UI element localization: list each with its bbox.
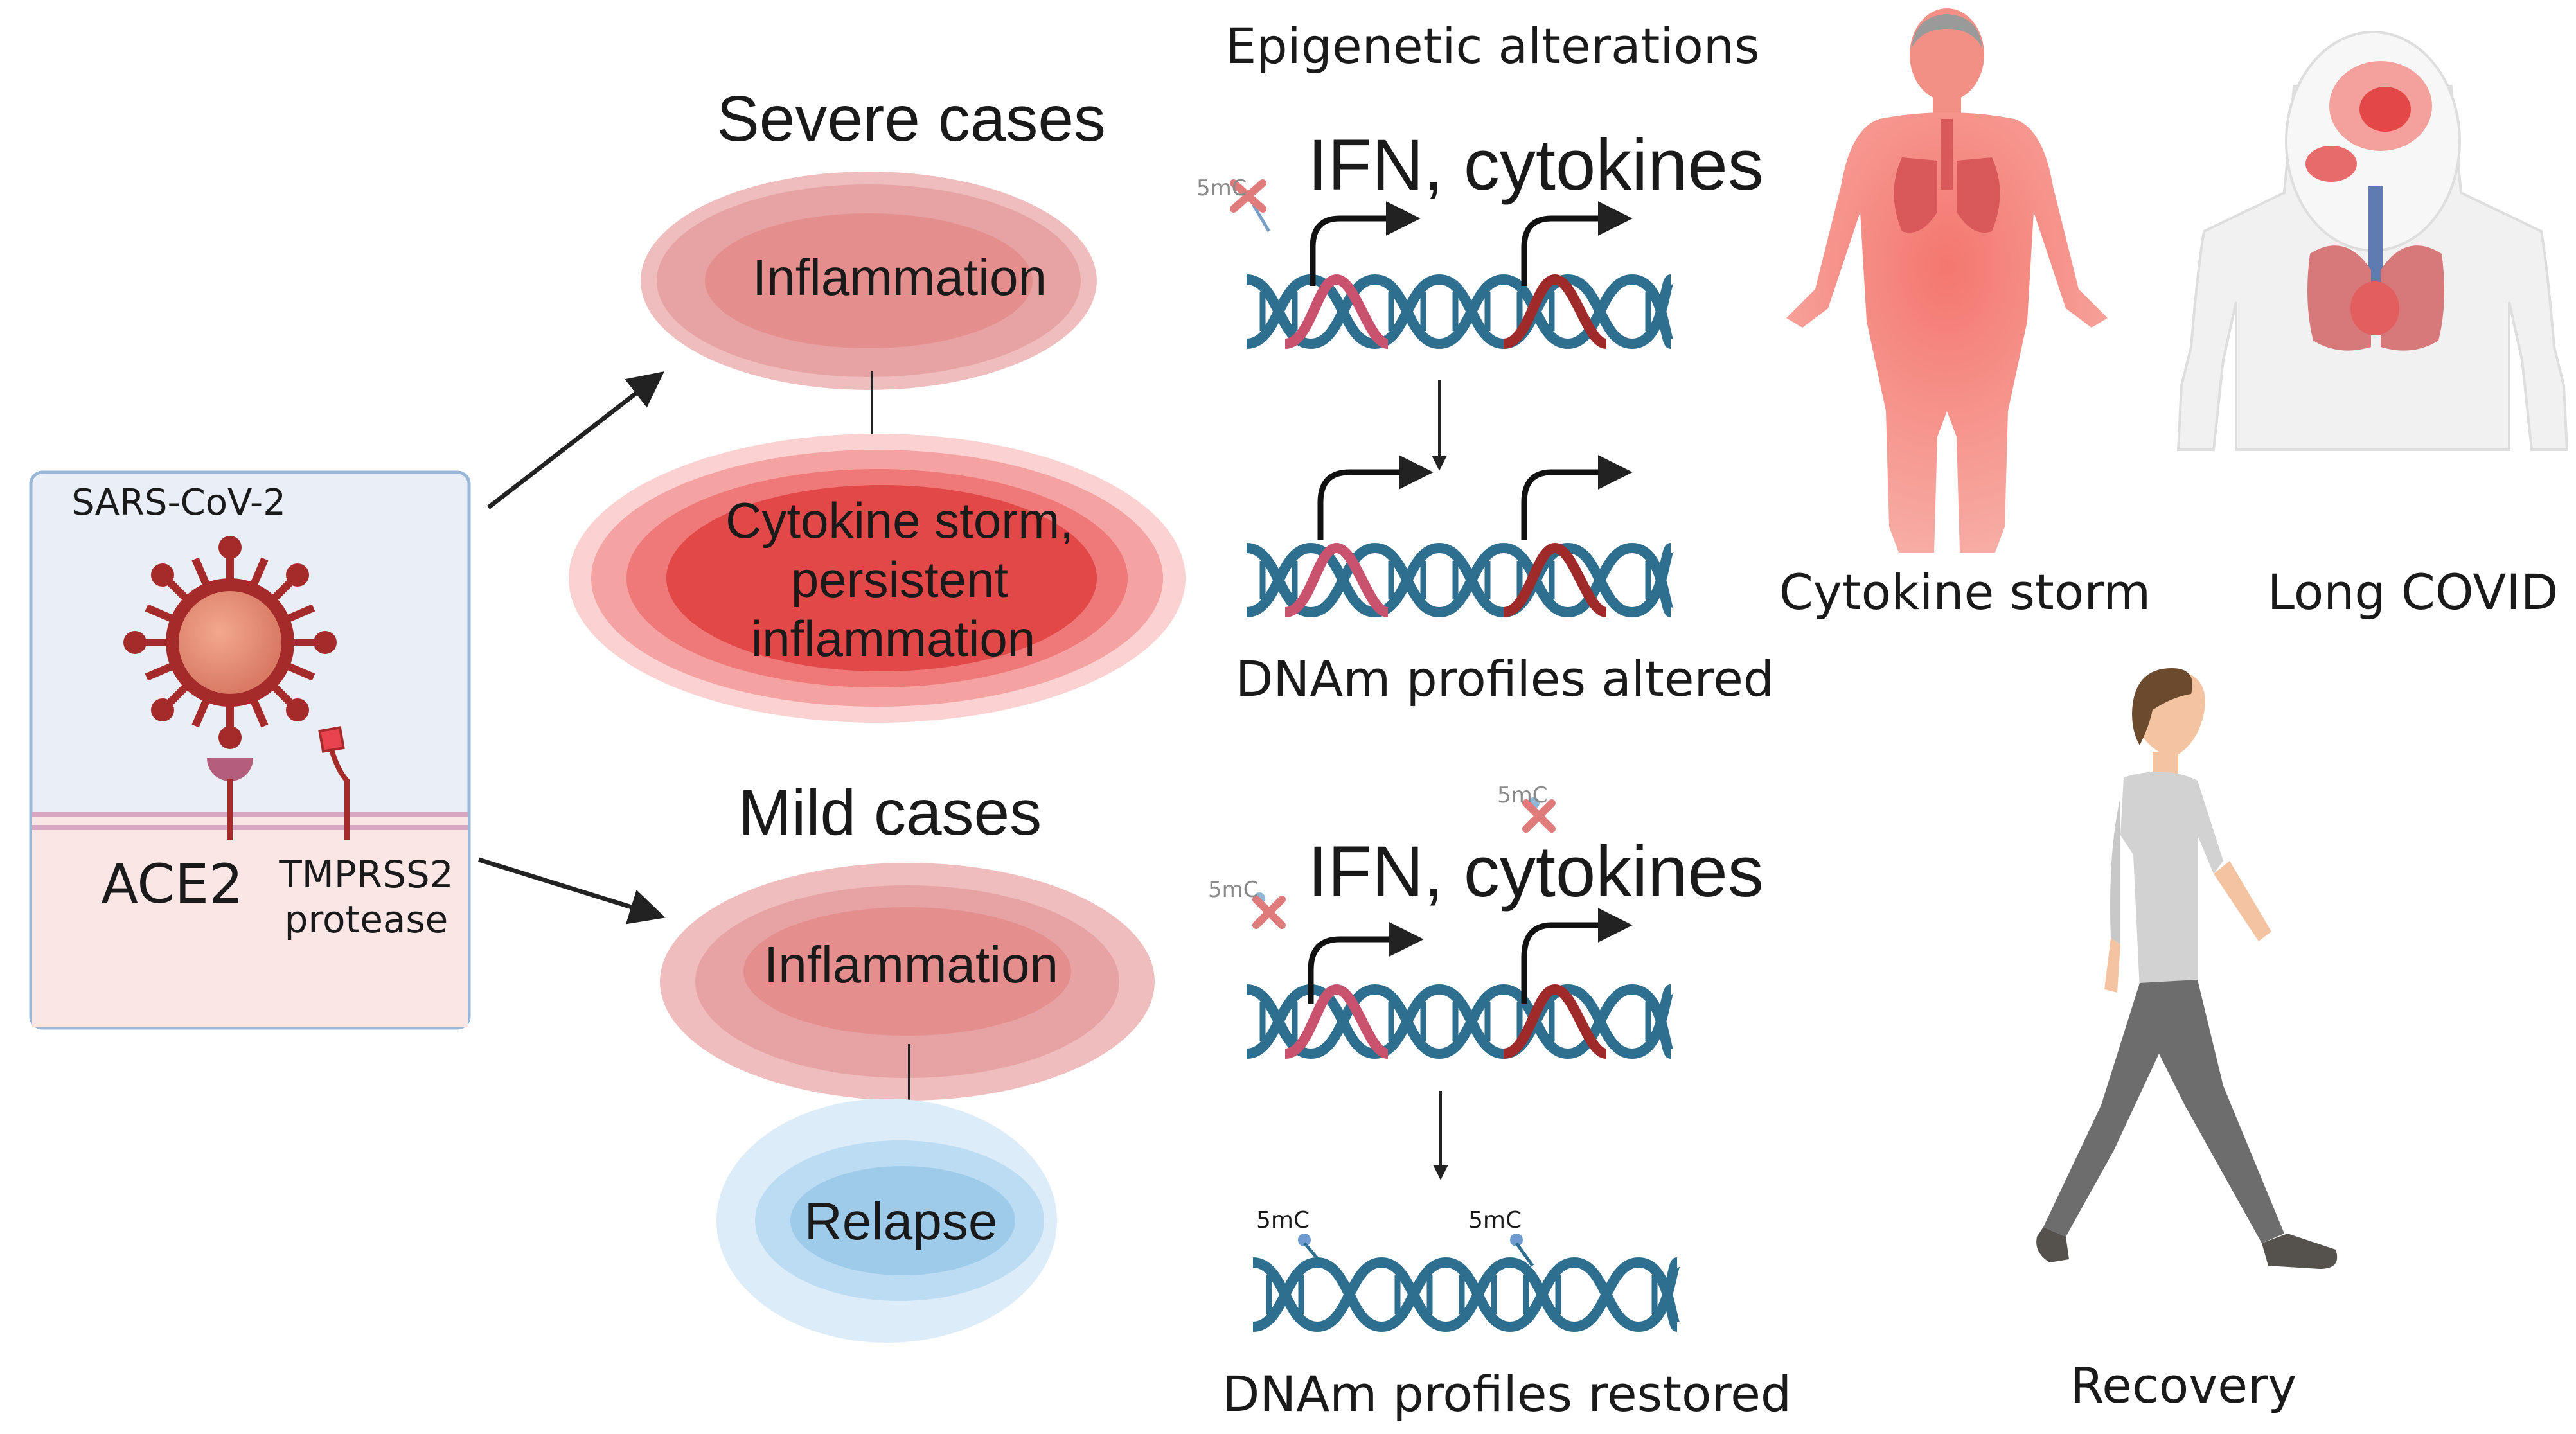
relapse-blob <box>716 1099 1057 1343</box>
relapse-label: Relapse <box>804 1192 998 1251</box>
long-covid-outcome-label: Long COVID <box>2267 563 2559 621</box>
methyl-mark-label: 5mC <box>1256 1207 1310 1234</box>
transcription-arrow-icon <box>1308 908 1633 1004</box>
virus-icon <box>123 536 337 749</box>
transcription-arrow-icon <box>1317 455 1633 540</box>
dna-severe-before <box>1247 274 1671 344</box>
arrow-to-severe <box>486 371 664 509</box>
dna-mild-restored <box>1253 1262 1677 1327</box>
cytokine-storm-label-line3: inflammation <box>751 610 1036 667</box>
ace2-label: ACE2 <box>101 853 244 916</box>
tmprss2-protease-icon <box>318 726 350 840</box>
ifn-cytokines-mild-label: IFN, cytokines <box>1308 831 1764 912</box>
methyl-mark-label: 5mC <box>1497 783 1548 808</box>
severe-inflammation-blob <box>641 172 1097 390</box>
body-long-covid-figure <box>2176 31 2569 451</box>
transcription-arrow-icon <box>1310 201 1633 286</box>
mild-cases-heading: Mild cases <box>738 777 1042 849</box>
walking-person-figure <box>2036 668 2338 1269</box>
dnam-altered-label: DNAm profiles altered <box>1235 650 1775 707</box>
dna-severe-altered <box>1247 542 1671 612</box>
cytokine-storm-label-line1: Cytokine storm, <box>725 492 1074 549</box>
severe-cases-heading: Severe cases <box>716 83 1106 155</box>
methyl-mark-removed-icon <box>1252 892 1286 929</box>
recovery-outcome-label: Recovery <box>2070 1357 2297 1414</box>
dnam-restored-label: DNAm profiles restored <box>1221 1365 1792 1422</box>
methyl-mark-label: 5mC <box>1196 175 1247 201</box>
cytokine-storm-label-line2: persistent <box>790 551 1009 608</box>
cytokine-storm-blob <box>569 434 1186 723</box>
ace2-receptor-icon <box>207 758 253 840</box>
methyl-mark-removed-icon <box>1230 179 1271 233</box>
methyl-mark-label: 5mC <box>1208 877 1259 903</box>
arrow-to-mild <box>477 857 666 925</box>
severe-inflammation-label: Inflammation <box>752 249 1047 306</box>
virus-panel <box>29 470 471 1030</box>
methyl-mark-removed-icon <box>1522 797 1556 833</box>
epigenetic-alterations-title: Epigenetic alterations <box>1225 17 1760 75</box>
ifn-cytokines-severe-label: IFN, cytokines <box>1308 125 1764 205</box>
cytokine-storm-outcome-label: Cytokine storm <box>1779 563 2151 621</box>
methyl-mark-label: 5mC <box>1468 1207 1522 1234</box>
body-cytokine-storm-figure <box>1786 8 2108 553</box>
mild-inflammation-blob <box>660 863 1155 1101</box>
virus-panel-title: SARS-CoV-2 <box>71 482 286 524</box>
tmprss2-label: TMPRSS2 <box>279 853 454 896</box>
dna-mild-before <box>1247 984 1671 1054</box>
methyl-mark-icon <box>1298 1234 1534 1267</box>
mild-inflammation-label: Inflammation <box>764 936 1058 993</box>
protease-label: protease <box>284 898 449 941</box>
